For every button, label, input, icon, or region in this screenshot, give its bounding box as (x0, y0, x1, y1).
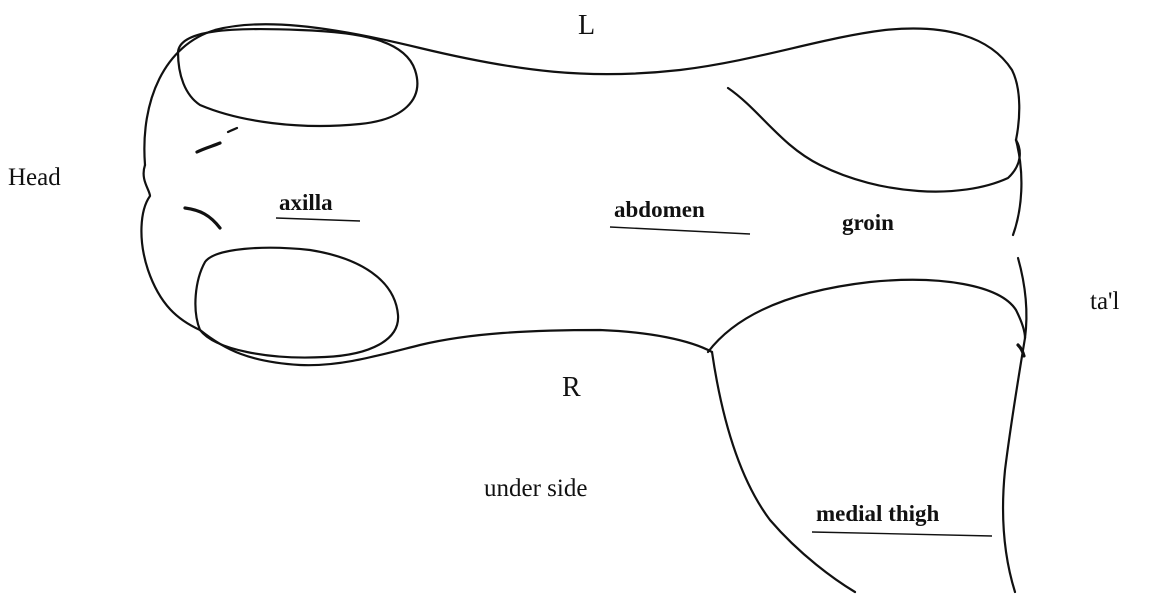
head-lower-mark (185, 208, 220, 228)
axilla-underline (276, 218, 360, 221)
right-side-label: R (562, 374, 581, 402)
thigh-inner-outline (712, 352, 855, 592)
body-top-outline (144, 24, 1019, 165)
head-label: Head (8, 165, 61, 190)
thigh-outer-outline (1003, 338, 1025, 592)
thigh-top-outline (708, 280, 1025, 352)
body-head-end-outline (141, 165, 200, 330)
body-bottom-outline (200, 330, 712, 365)
head-upper-mark (197, 143, 220, 152)
abdomen-underline (610, 227, 750, 234)
upper-hindleg-outline (728, 88, 1020, 192)
medial-thigh-label: medial thigh (816, 502, 939, 525)
tail-label: ta'l (1090, 289, 1120, 314)
medial-thigh-underline (812, 532, 992, 536)
groin-label: groin (842, 211, 894, 234)
axilla-label: axilla (279, 191, 333, 214)
left-side-label: L (578, 12, 595, 40)
head-upper-tick (228, 128, 237, 132)
under-side-label: under side (484, 476, 587, 501)
abdomen-label: abdomen (614, 198, 705, 221)
lower-foreleg-outline (195, 248, 398, 358)
upper-foreleg-outline (178, 29, 417, 126)
